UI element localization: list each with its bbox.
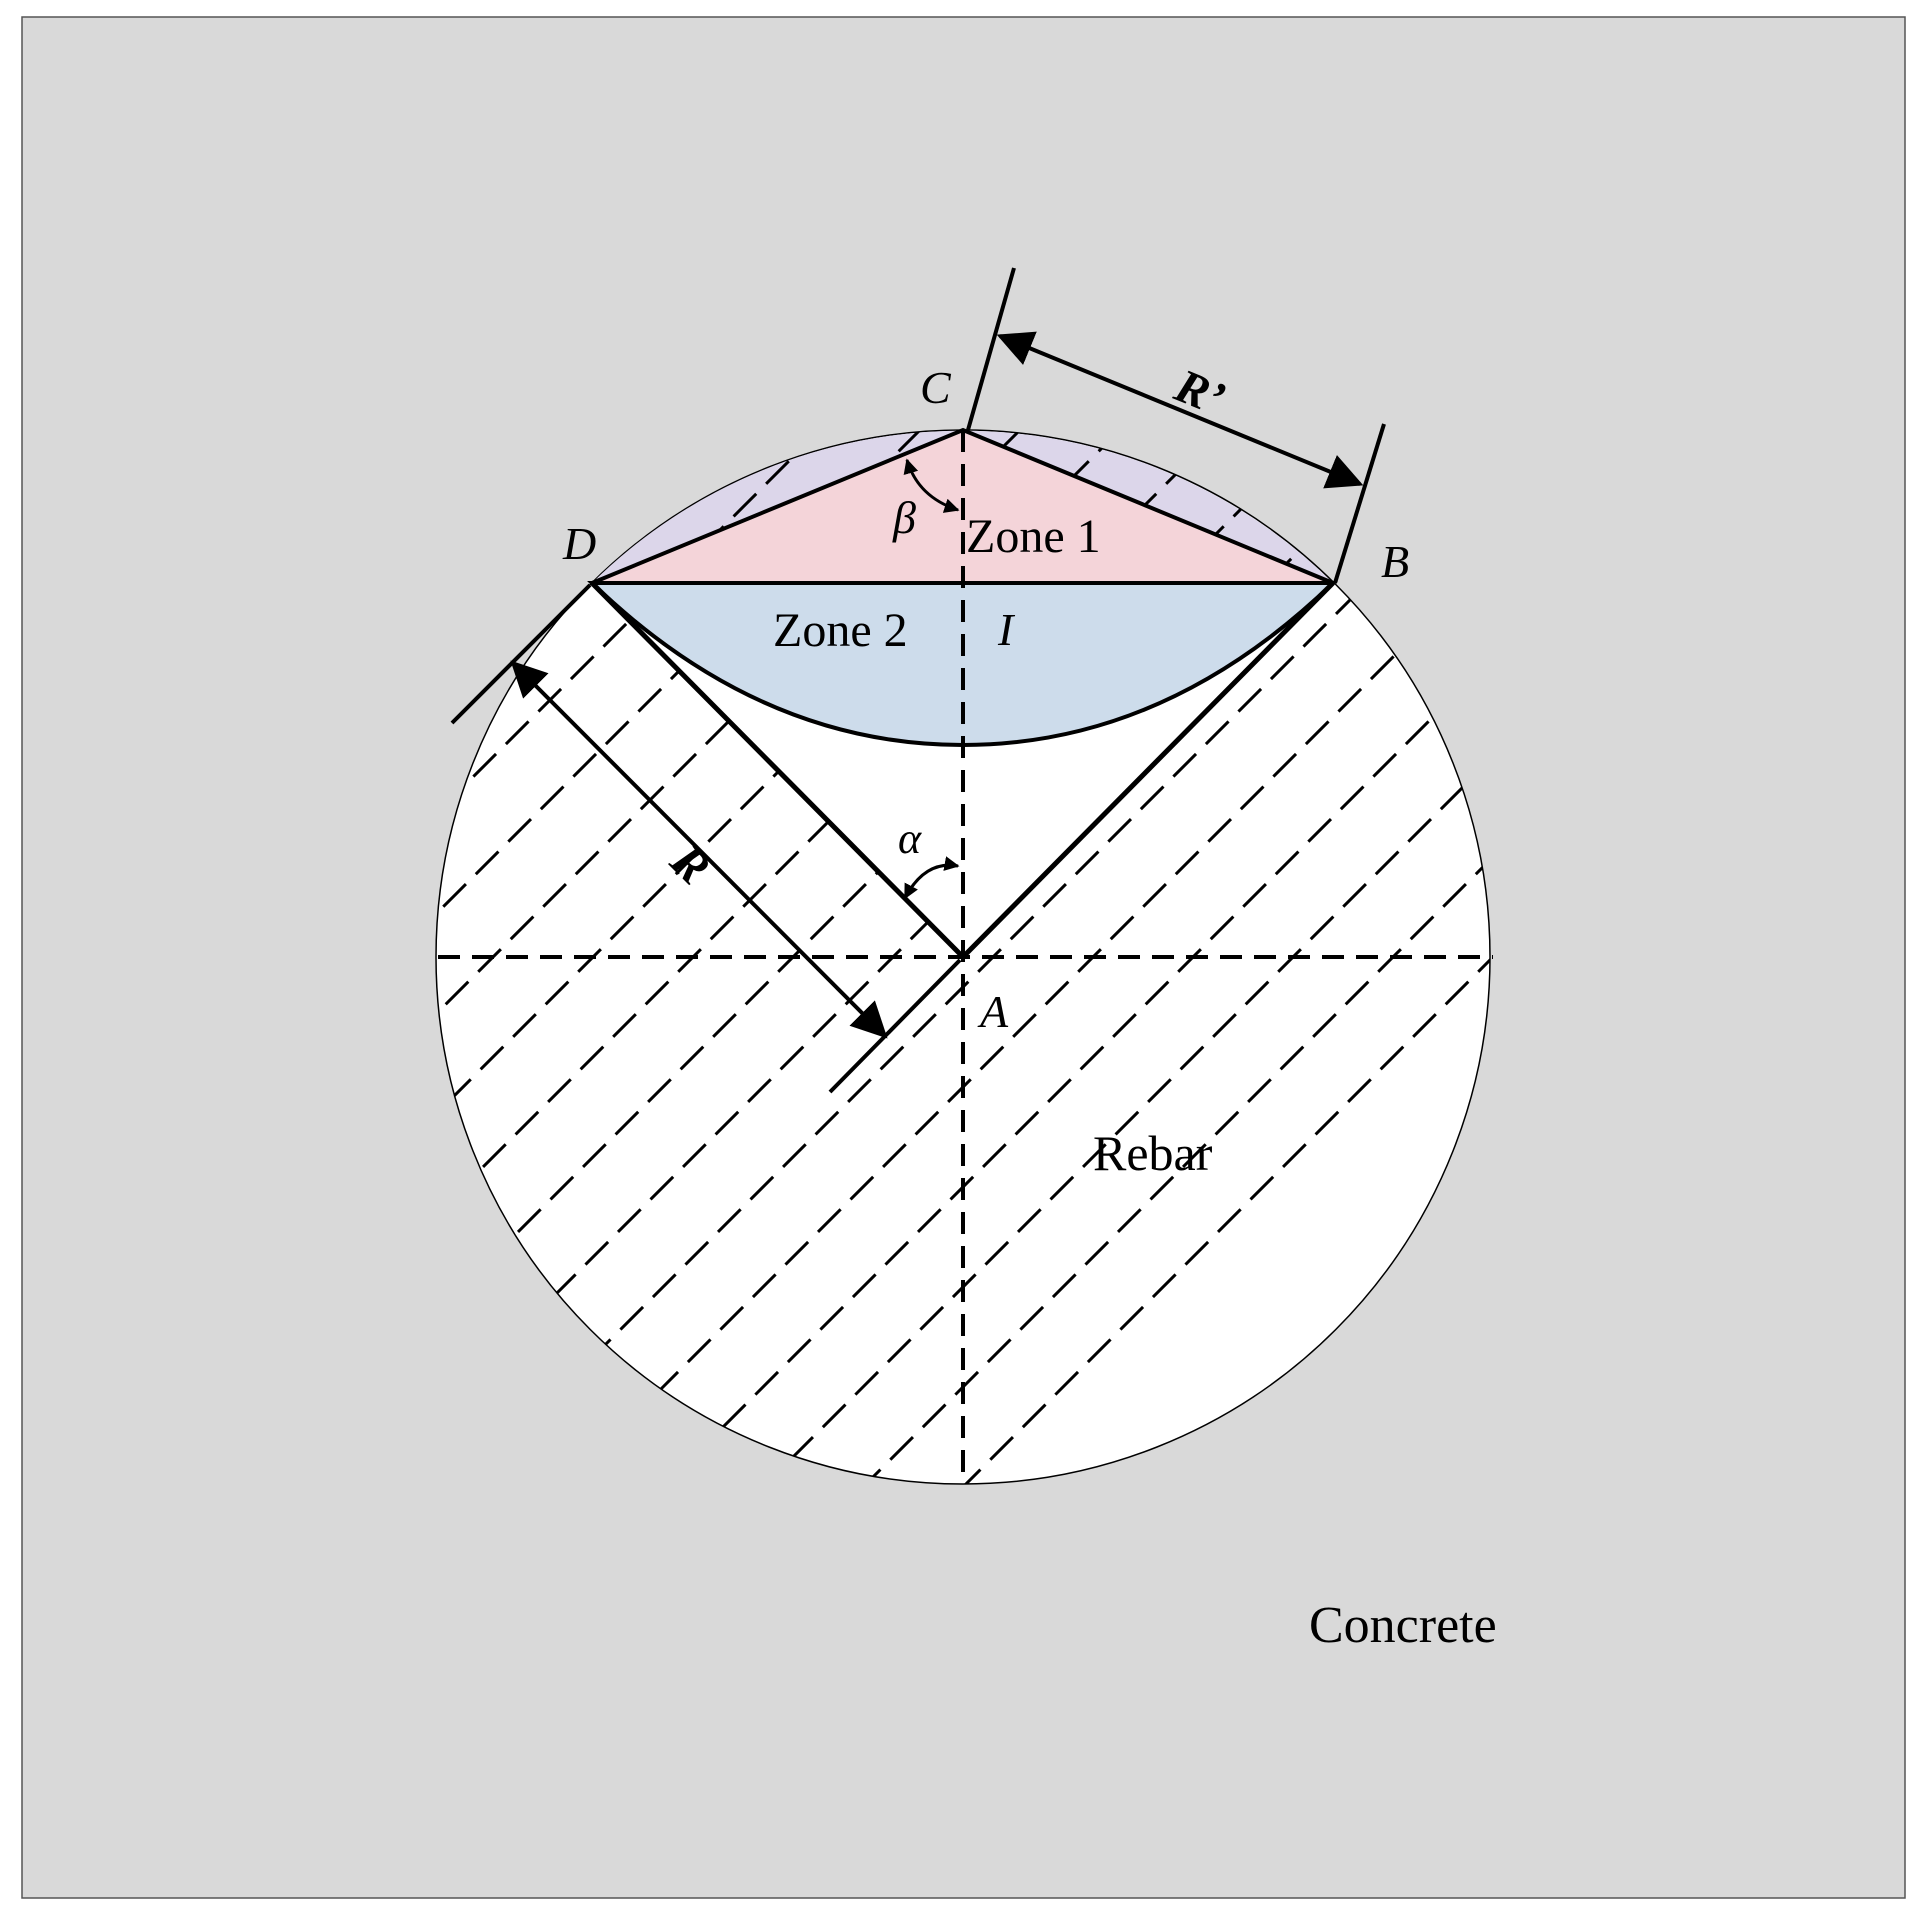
r-prime-dimension-arrow [996, 331, 1364, 489]
beta-label: β [892, 492, 916, 543]
alpha-angle-arc [903, 856, 960, 900]
concrete-label: Concrete [1309, 1597, 1497, 1654]
point-c-label: C [920, 362, 952, 413]
alpha-label: α [898, 814, 922, 863]
r-prime-extension-c [966, 267, 1016, 431]
point-d-label: D [562, 518, 596, 569]
point-a-label: A [977, 986, 1009, 1037]
point-i-label: I [997, 604, 1016, 655]
beta-angle-arc [903, 458, 960, 513]
r-extension-d [450, 583, 592, 725]
r-extension-a [828, 958, 962, 1094]
r-dimension-arrow [510, 660, 888, 1039]
zone-1-label: Zone 1 [966, 510, 1101, 563]
point-b-label: B [1381, 536, 1409, 587]
ray-a-b [961, 581, 1335, 959]
zone-2-label: Zone 2 [773, 604, 908, 657]
rebar-label: Rebar [1093, 1125, 1213, 1181]
r-prime-extension-b [1333, 423, 1386, 584]
